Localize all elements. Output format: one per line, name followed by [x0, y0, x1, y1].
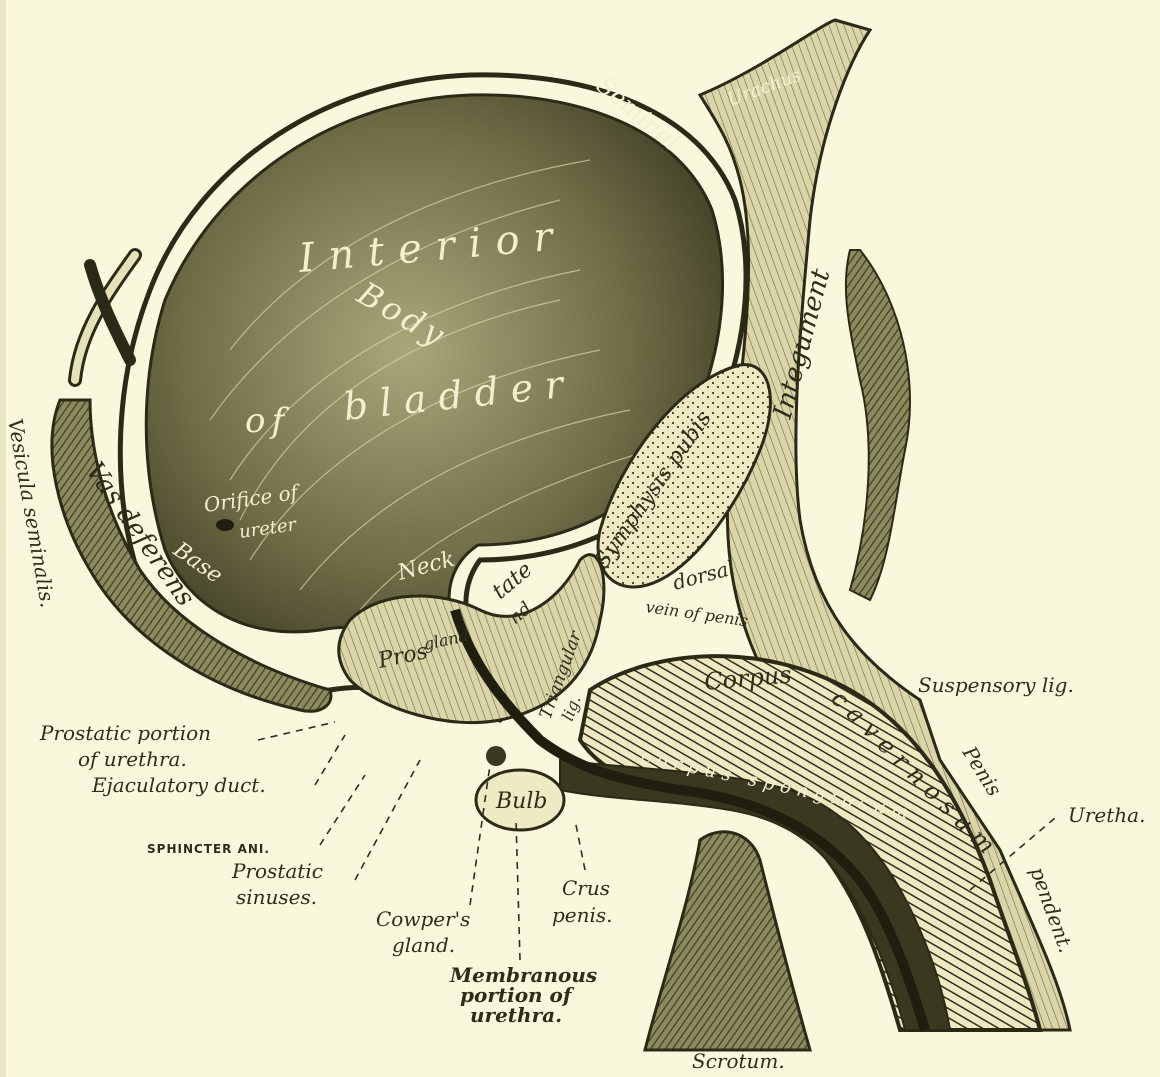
label-membranous-3: urethra.	[470, 1003, 562, 1027]
label-prostatic-portion-2: of urethra.	[78, 747, 187, 771]
label-of: of	[245, 401, 290, 441]
label-cowpers-1: Cowper's	[376, 907, 470, 931]
label-prostatic-sinuses-2: sinuses.	[236, 885, 317, 909]
label-scrotum: Scrotum.	[692, 1049, 785, 1073]
page-edge	[0, 0, 6, 1077]
label-crus-1: Crus	[562, 876, 610, 900]
label-uretha: Uretha.	[1068, 803, 1145, 827]
label-crus-2: penis.	[552, 903, 613, 927]
label-cowpers-2: gland.	[392, 933, 455, 957]
label-prostatic-sinuses-1: Prostatic	[231, 859, 323, 883]
label-suspensory-lig: Suspensory lig.	[918, 673, 1074, 697]
label-ejaculatory-duct: Ejaculatory duct.	[91, 773, 266, 797]
label-sphincter-ani: SPHINCTER ANI.	[147, 842, 270, 856]
label-prostatic-portion-1: Prostatic portion	[39, 721, 211, 745]
label-bulb: Bulb	[495, 789, 547, 814]
ureter-orifice	[216, 519, 234, 531]
cowpers-gland-shape	[486, 746, 506, 766]
